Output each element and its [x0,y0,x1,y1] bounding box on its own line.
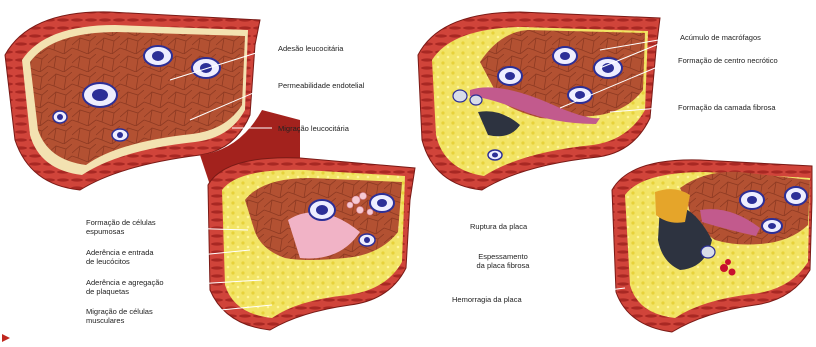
label-migracao-leucocitaria: Migração leucocitária [278,124,349,133]
label-acumulo-macrofagos: Acúmulo de macrófagos [680,33,761,42]
leukocyte-cell [785,187,807,205]
label-aderencia-agregacao-plaquetas: Aderência e agregação de plaquetas [86,278,164,296]
label-aderencia-entrada-leucocitos: Aderência e entrada de leucócitos [86,248,154,266]
panel-4-vessel [612,160,812,332]
leukocyte-cell [359,234,375,246]
label-formacao-centro-necrotico: Formação de centro necrótico [678,56,778,65]
label-adesao-leucocitaria: Adesão leucocitária [278,44,343,53]
leukocyte-cell [370,194,394,212]
leukocyte-cell [553,47,577,65]
leukocyte-cell [498,67,522,85]
leukocyte-cell [309,200,335,220]
leukocyte-cell [762,219,782,233]
label-espessamento-placa-fibrosa: Espessamento da placa fibrosa [458,252,548,270]
leukocyte-cell [740,191,764,209]
corner-arrow-mark [2,334,10,342]
label-ruptura-placa: Ruptura da placa [470,222,527,231]
panel-4-leader-lines [545,220,625,298]
panel-2-vessel [208,158,415,330]
leukocyte-cell [144,46,172,66]
leukocyte-cell [568,87,592,103]
label-hemorragia-placa: Hemorragia da placa [452,295,522,304]
label-formacao-camada-fibrosa: Formação da camada fibrosa [678,103,776,112]
label-permeabilidade-endotelial: Permeabilidade endotelial [278,81,364,90]
label-migracao-celulas-musculares: Migração de células musculares [86,307,153,325]
panel-3-vessel [418,12,660,190]
leukocyte-cell [53,111,67,123]
leukocyte-cell [83,83,117,107]
leukocyte-cell [488,150,502,160]
label-formacao-celulas-espumosas: Formação de células espumosas [86,218,156,236]
macrophage-cell [701,246,715,258]
leukocyte-cell [112,129,128,141]
leukocyte-cell [192,58,220,78]
